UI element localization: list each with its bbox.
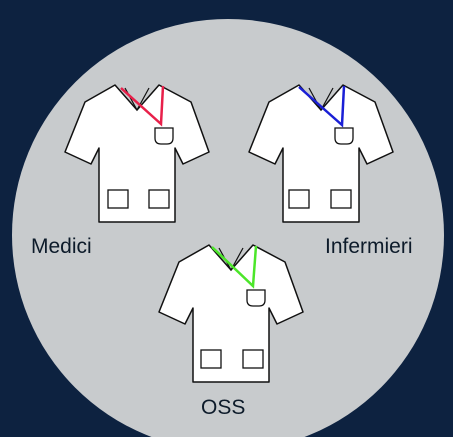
collar-line — [218, 247, 244, 272]
scrub-body — [64, 84, 210, 223]
scrub-body — [158, 244, 304, 383]
lower-pocket-left-icon — [107, 189, 129, 209]
infermieri-scrub-icon — [248, 84, 394, 223]
lower-pocket-right-icon — [242, 349, 264, 369]
collar-line — [308, 87, 334, 112]
lower-pocket-left-icon — [200, 349, 222, 369]
medici-scrub-icon — [64, 84, 210, 223]
chest-pocket-icon — [154, 127, 174, 145]
lanyard-icon — [120, 85, 165, 127]
chest-pocket-icon — [334, 127, 354, 145]
scrub-body — [248, 84, 394, 223]
lower-pocket-right-icon — [148, 189, 170, 209]
label-medici: Medici — [31, 235, 92, 258]
label-infermieri: Infermieri — [325, 235, 413, 258]
lower-pocket-left-icon — [288, 189, 310, 209]
lower-pocket-right-icon — [330, 189, 352, 209]
oss-scrub-icon — [158, 244, 304, 383]
label-oss: OSS — [201, 396, 246, 419]
lanyard-icon — [298, 85, 346, 128]
lanyard-icon — [211, 245, 258, 289]
chest-pocket-icon — [246, 289, 266, 307]
top-glyph: ˇ — [300, 0, 305, 10]
